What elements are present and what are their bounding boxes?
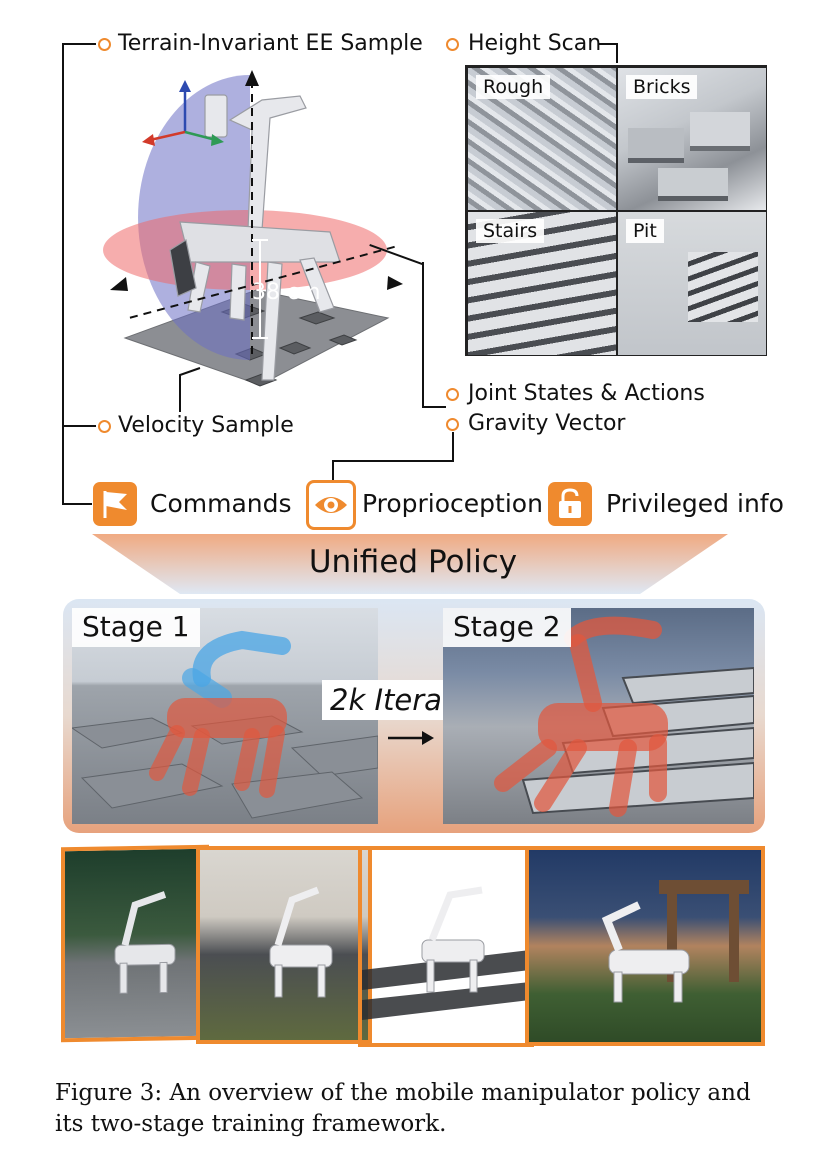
deploy-photo-2 xyxy=(196,846,372,1044)
terrain-label-pit: Pit xyxy=(626,219,664,243)
height-scan-label: Height Scan xyxy=(468,31,602,56)
deploy-photo-3 xyxy=(358,846,534,1047)
height-scan-dot xyxy=(446,38,459,51)
workspace-diagram xyxy=(103,70,403,412)
gravity-connector-v xyxy=(452,432,454,462)
height-scan-bracket-v xyxy=(616,43,618,63)
deploy-photo-1 xyxy=(61,844,209,1043)
gravity-connector-v2 xyxy=(332,460,334,482)
commands-label: Commands xyxy=(150,489,292,518)
commands-icon-box xyxy=(93,482,137,526)
terrain-label-bricks: Bricks xyxy=(626,75,698,99)
stage1-illustration xyxy=(72,630,378,819)
terrain-tile-bricks: Bricks xyxy=(617,67,767,211)
terrain-ee-label: Terrain-Invariant EE Sample xyxy=(118,31,423,56)
height-measure-label: 38 cm xyxy=(252,280,321,305)
eye-icon xyxy=(315,497,347,513)
stage2-illustration xyxy=(494,616,754,817)
privileged-icon-box xyxy=(548,482,592,526)
stage2-scene: Stage 2 xyxy=(443,608,754,824)
stage2-label: Stage 2 xyxy=(443,608,571,647)
left-bracket-mid xyxy=(62,425,96,427)
stage1-label: Stage 1 xyxy=(72,608,200,647)
policy-funnel xyxy=(92,534,728,594)
velocity-label: Velocity Sample xyxy=(118,413,294,438)
velocity-dot xyxy=(98,420,111,433)
terrain-label-stairs: Stairs xyxy=(476,219,545,243)
terrain-tile-stairs: Stairs xyxy=(467,211,617,356)
joint-connector-h xyxy=(422,406,446,408)
terrain-label-rough: Rough xyxy=(476,75,551,99)
arrow-right-icon xyxy=(388,731,434,745)
joint-states-dot xyxy=(446,388,459,401)
proprioception-icon-box xyxy=(306,480,356,530)
joint-connector-v xyxy=(422,262,424,408)
privileged-label: Privileged info xyxy=(606,489,784,518)
gravity-label: Gravity Vector xyxy=(468,411,626,436)
height-scan-bracket-h xyxy=(598,43,618,45)
terrain-tile-rough: Rough xyxy=(467,67,617,211)
left-bracket-bottom xyxy=(62,503,92,505)
joint-states-label: Joint States & Actions xyxy=(468,381,705,406)
left-bracket-vertical xyxy=(62,43,64,505)
terrain-ee-dot xyxy=(98,38,111,51)
policy-title: Unified Policy xyxy=(308,544,518,580)
terrain-tile-pit: Pit xyxy=(617,211,767,356)
left-bracket-top xyxy=(62,43,96,45)
deploy-photo-4 xyxy=(525,846,765,1046)
lock-icon xyxy=(559,488,581,518)
height-scan-grid: Rough Bricks Stairs Pit xyxy=(465,65,767,356)
proprioception-label: Proprioception xyxy=(362,489,543,518)
flag-icon xyxy=(103,491,127,518)
gravity-dot xyxy=(446,418,459,431)
gravity-connector-h xyxy=(332,460,454,462)
figure-caption: Figure 3: An overview of the mobile mani… xyxy=(55,1080,751,1137)
